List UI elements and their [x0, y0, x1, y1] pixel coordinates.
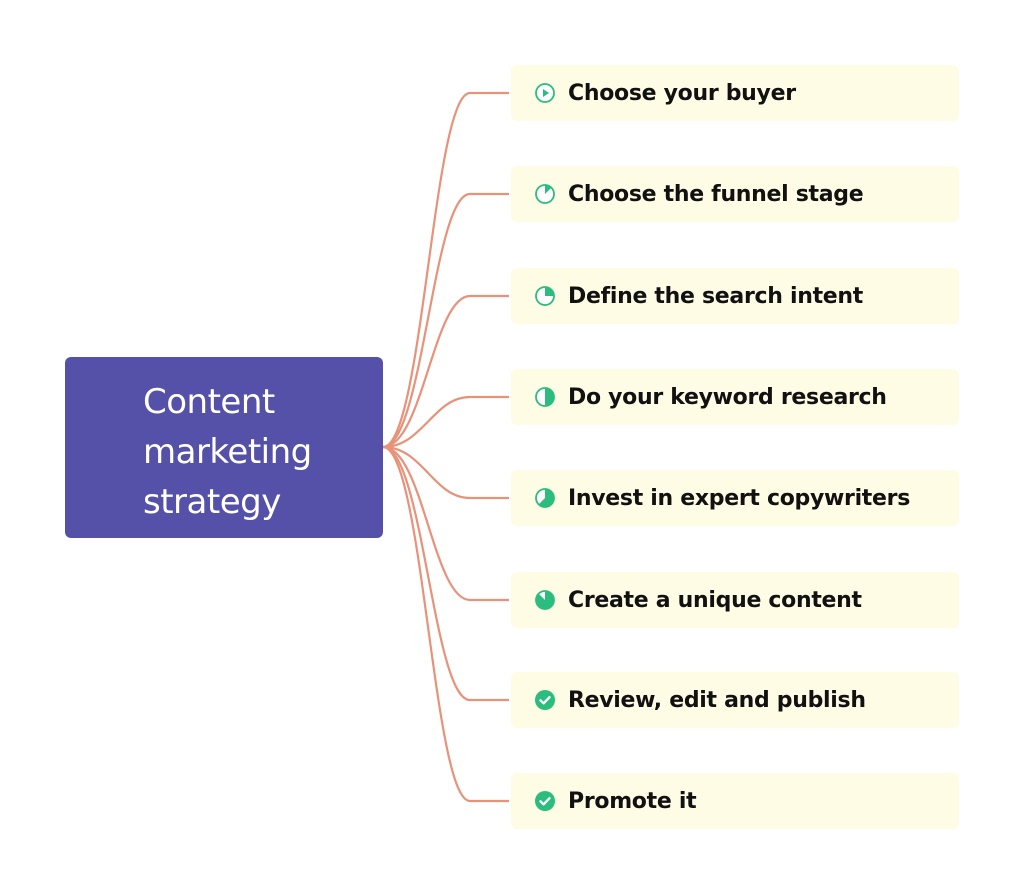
connector-line-4 — [382, 395, 509, 449]
branch-topic-label: Review, edit and publish — [568, 687, 866, 713]
branch-topic-label: Promote it — [568, 788, 697, 814]
branch-topic-2[interactable]: Choose the funnel stage — [511, 166, 959, 222]
branch-topic-8[interactable]: Promote it — [511, 773, 959, 829]
progress-pie-icon — [534, 487, 556, 509]
root-topic-title: Content marketing strategy — [143, 382, 312, 522]
branch-topic-3[interactable]: Define the search intent — [511, 268, 959, 324]
branch-topic-label: Do your keyword research — [568, 384, 887, 410]
branch-topic-label: Invest in expert copywriters — [568, 485, 910, 511]
branch-topic-6[interactable]: Create a unique content — [511, 572, 959, 628]
check-circle-icon — [534, 790, 556, 812]
branch-topic-label: Create a unique content — [568, 587, 862, 613]
branch-topic-5[interactable]: Invest in expert copywriters — [511, 470, 959, 526]
root-topic[interactable]: Content marketing strategy — [65, 357, 383, 538]
progress-pie-icon — [534, 183, 556, 205]
branch-topic-1[interactable]: Choose your buyer — [511, 65, 959, 121]
progress-pie-icon — [534, 386, 556, 408]
connector-line-1 — [382, 91, 509, 449]
connector-line-3 — [382, 294, 509, 449]
progress-pie-icon — [534, 285, 556, 307]
branch-topic-label: Define the search intent — [568, 283, 863, 309]
check-circle-icon — [534, 689, 556, 711]
connector-line-8 — [382, 445, 509, 803]
branch-topic-label: Choose the funnel stage — [568, 181, 864, 207]
connector-line-6 — [382, 445, 509, 602]
branch-topic-7[interactable]: Review, edit and publish — [511, 672, 959, 728]
progress-pie-icon — [534, 589, 556, 611]
play-icon — [534, 82, 556, 104]
connector-line-5 — [382, 445, 509, 500]
branch-topic-label: Choose your buyer — [568, 80, 796, 106]
connector-line-2 — [382, 192, 509, 449]
connector-line-7 — [382, 445, 509, 702]
branch-topic-4[interactable]: Do your keyword research — [511, 369, 959, 425]
